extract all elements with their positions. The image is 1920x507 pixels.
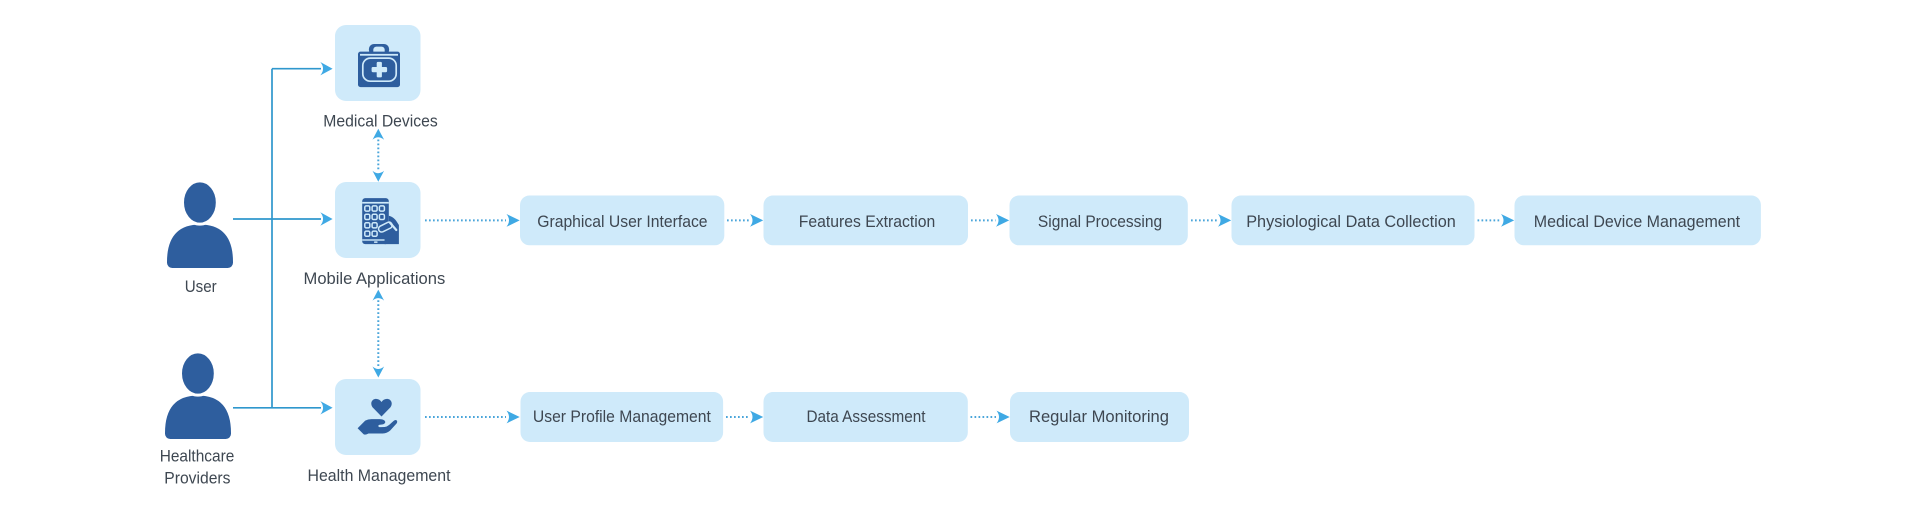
svg-text:Physiological Data Collection: Physiological Data Collection (1246, 212, 1456, 231)
svg-text:User: User (185, 277, 217, 296)
svg-text:Mobile Applications: Mobile Applications (304, 269, 446, 288)
svg-text:Providers: Providers (164, 469, 230, 488)
svg-text:Graphical User Interface: Graphical User Interface (537, 212, 707, 231)
svg-text:Signal Processing: Signal Processing (1038, 212, 1162, 231)
svg-text:Health Management: Health Management (308, 466, 451, 485)
svg-text:User Profile Management: User Profile Management (533, 407, 711, 426)
svg-text:Medical Devices: Medical Devices (323, 112, 438, 131)
svg-text:Regular Monitoring: Regular Monitoring (1029, 407, 1169, 426)
svg-text:Healthcare: Healthcare (160, 447, 235, 466)
svg-text:Medical Device Management: Medical Device Management (1534, 212, 1741, 231)
svg-text:Data Assessment: Data Assessment (806, 407, 925, 426)
svg-text:Features Extraction: Features Extraction (799, 212, 935, 231)
